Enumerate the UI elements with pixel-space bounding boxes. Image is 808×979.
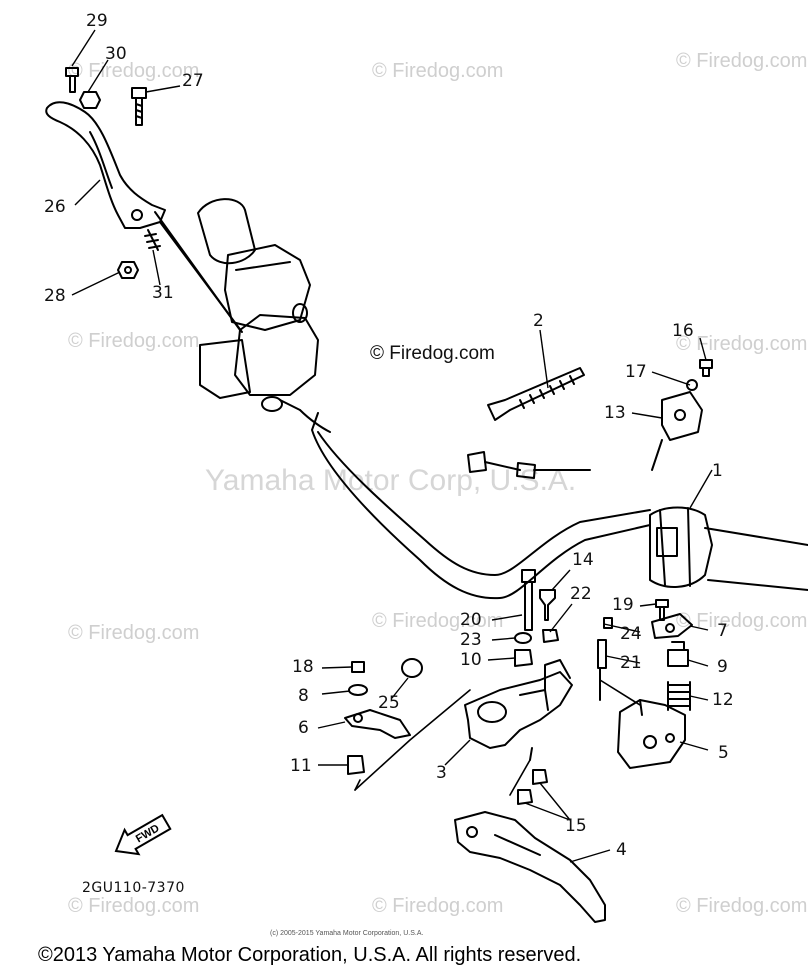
pin-24 [603,617,613,629]
switch-1 [649,506,713,588]
screw-16 [699,359,713,377]
bracket-6 [344,709,411,739]
switch-connector [467,451,591,479]
callout-21: 21 [620,653,642,673]
diagram-code: 2GU110-7370 [82,880,185,896]
bolt-29 [65,67,79,93]
bolt-27 [131,87,147,126]
callout-29: 29 [86,11,108,31]
watermark: © Firedog.com [372,60,504,82]
nut-10 [514,649,533,667]
callout-15: 15 [565,816,587,836]
callout-30: 30 [105,44,127,64]
washer-23 [514,632,532,644]
callout-16: 16 [672,321,694,341]
small-copyright: (c) 2005-2015 Yamaha Motor Corporation, … [270,930,424,937]
screw-18 [351,661,365,673]
watermark: © Firedog.com [68,60,200,82]
callout-27: 27 [182,71,204,91]
callout-9: 9 [717,657,728,677]
callout-1: 1 [712,461,723,481]
washer-8 [348,684,368,696]
callout-11: 11 [290,756,312,776]
callout-28: 28 [44,286,66,306]
lever-4 [454,811,606,923]
lever-26 [45,101,243,333]
callout-17: 17 [625,362,647,382]
nut-11 [347,755,365,775]
spring-12 [667,681,691,711]
washer-17 [686,379,698,391]
callout-10: 10 [460,650,482,670]
callout-31: 31 [152,283,174,303]
plunger-9 [667,641,689,667]
bolt-20 [521,569,536,631]
watermark: © Firedog.com [372,610,504,632]
bracket-13 [651,391,703,471]
footer-copyright: ©2013 Yamaha Motor Corporation, U.S.A. A… [38,944,582,966]
callout-4: 4 [616,840,627,860]
callout-22: 22 [570,584,592,604]
callout-26: 26 [44,197,66,217]
cable-tie-2 [487,367,585,421]
nut-15 [517,769,548,805]
nut-28 [117,261,139,279]
callout-19: 19 [612,595,634,615]
callout-12: 12 [712,690,734,710]
pin-14 [539,589,556,621]
callout-18: 18 [292,657,314,677]
cap-25 [401,658,423,678]
callout-3: 3 [436,763,447,783]
nut-30 [79,91,101,109]
watermark-center: © Firedog.com [370,343,495,364]
watermark: © Firedog.com [676,50,808,72]
watermark: © Firedog.com [68,895,200,917]
callout-5: 5 [718,743,729,763]
clutch-perch-assembly [197,198,319,412]
callout-25: 25 [378,693,400,713]
pin-21 [597,639,607,669]
callout-24: 24 [620,624,642,644]
leader-lines [71,29,713,863]
callout-23: 23 [460,630,482,650]
callout-8: 8 [298,686,309,706]
watermark: © Firedog.com [676,610,808,632]
callout-14: 14 [572,550,594,570]
callout-6: 6 [298,718,309,738]
holder-3 [464,659,601,761]
handlebar [299,409,808,600]
callout-7: 7 [717,621,728,641]
screw-31 [144,229,161,251]
watermark: © Firedog.com [68,330,200,352]
callout-20: 20 [460,610,482,630]
fwd-arrow: FWD [114,813,172,856]
plate-7 [651,613,693,639]
watermark: © Firedog.com [68,622,200,644]
switch-5 [617,699,686,769]
callout-13: 13 [604,403,626,423]
watermark: © Firedog.com [372,895,504,917]
watermark: © Firedog.com [676,333,808,355]
watermark: © Firedog.com [676,895,808,917]
callout-2: 2 [533,311,544,331]
